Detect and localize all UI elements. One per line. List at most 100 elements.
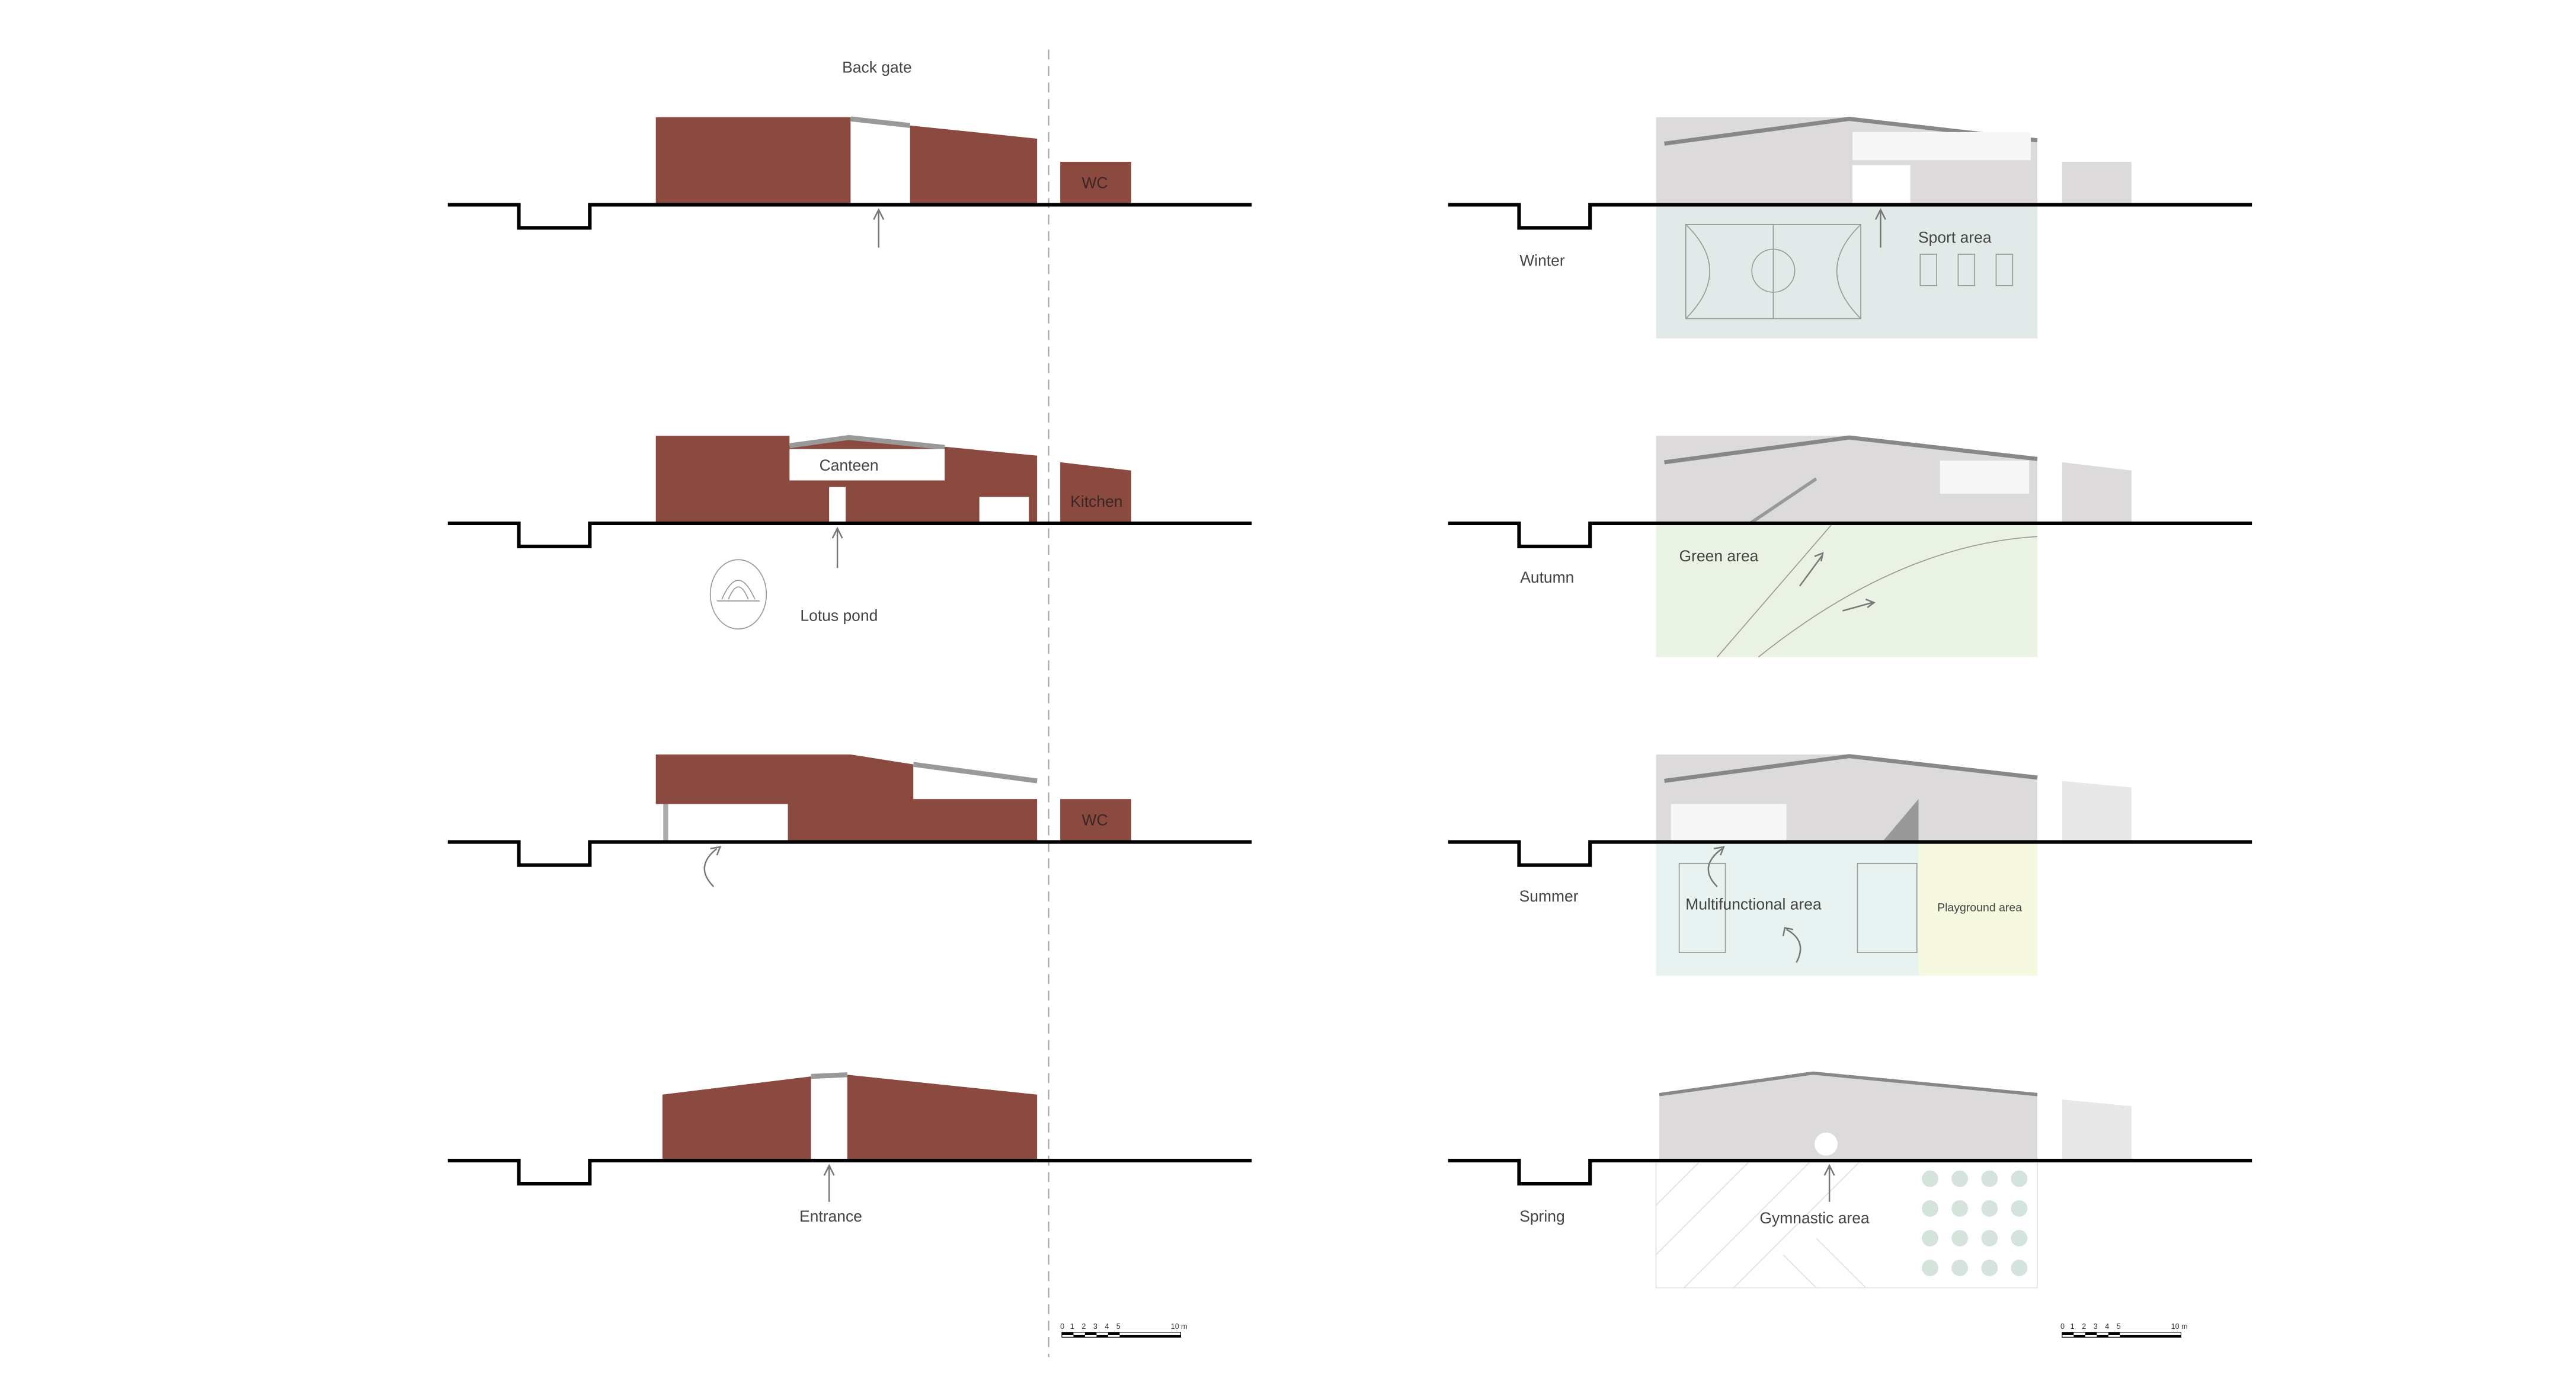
roof-structure [1664,754,2038,783]
arrow-icon [1874,207,1886,248]
annex [2062,462,2132,523]
ground-line [447,521,1252,549]
curved-arrow-icon [1707,846,1801,963]
right-section-summer: Multifunctional area Playground area Sum… [1448,754,2252,976]
ground-line [447,840,1252,867]
wc-block [1060,161,1131,205]
right-section-spring: Gymnastic area Spring [1448,1071,2252,1289]
hatch-pattern [1656,1160,1866,1289]
canteen-label: Canteen [820,456,879,474]
building-block [910,125,1038,205]
right-section-winter: Sport area Winter [1448,117,2252,339]
multifunctional-area-zone [1656,842,1919,976]
opening [1852,132,2031,161]
kitchen-block [1060,462,1131,523]
left-section-4: Entrance [447,1072,1252,1225]
scale-tick-label: 5 [1116,1322,1121,1331]
scale-tick-label: 3 [1093,1322,1097,1331]
building-block [662,1076,811,1161]
kitchen-label: Kitchen [1070,493,1122,510]
annex [2062,781,2132,842]
scale-tick-label: 1 [2071,1322,2075,1331]
scale-tick-label: 1 [1070,1322,1074,1331]
green-area-zone [1656,523,2038,657]
building-block [847,1075,1038,1161]
dot-grid [1922,1170,2028,1277]
scale-bar: 0 1 2 3 4 5 10 m [1060,1322,1188,1338]
scale-tick-label: 4 [2105,1322,2109,1331]
summer-label: Summer [1519,887,1579,905]
roof-structure [1664,435,2038,465]
door [829,487,846,523]
entrance-label: Entrance [799,1207,862,1225]
ground-line [1448,203,2252,230]
path-lines [1717,523,2038,658]
sport-court-icon [1685,223,2014,319]
opening [979,497,1029,523]
building-block [655,754,1038,842]
arrow-icon [1799,552,1876,612]
spring-label: Spring [1519,1207,1564,1225]
scale-tick-label: 10 m [1171,1322,1188,1331]
opening [1852,165,1911,205]
scale-tick-label: 0 [1060,1322,1064,1331]
opening [1671,804,1787,842]
gymnastic-area-label: Gymnastic area [1759,1209,1870,1227]
scale-tick-label: 4 [1105,1322,1109,1331]
ground-line [1448,521,2252,549]
lotus-icon [716,580,760,602]
autumn-label: Autumn [1520,568,1574,586]
stair [1749,477,1817,525]
playground-area-label: Playground area [1937,902,2022,915]
scale-tick-label: 2 [2082,1322,2086,1331]
arrow-icon [1823,1164,1835,1202]
roof-structure [789,434,945,450]
left-section-3: WC [447,754,1252,887]
building-elevation [1656,117,2038,205]
roof-structure [1659,1071,2038,1097]
right-section-autumn: Green area Autumn [1448,435,2252,658]
arrow-icon [823,1164,835,1202]
arrow-icon [831,526,843,568]
ground-line [1448,1159,2252,1186]
building-elevation [1659,1073,2038,1161]
green-area-label: Green area [1679,547,1759,565]
scale-tick-label: 2 [1081,1322,1086,1331]
wc-label: WC [1082,174,1108,192]
canteen-opening [789,449,945,481]
left-section-1: Back gate WC [447,59,1252,248]
building-elevation [1656,436,2038,523]
roof-structure [811,1072,847,1079]
ground-line [1448,840,2252,867]
playground-equipment [1857,862,1918,953]
wc-block [1060,799,1131,842]
annex [2062,1099,2132,1161]
scale-tick-label: 10 m [2171,1322,2188,1331]
sport-area-label: Sport area [1918,228,1992,246]
winter-label: Winter [1519,251,1565,269]
lotus-pond-label: Lotus pond [800,606,878,624]
curved-arrow-icon [703,846,722,887]
back-gate-label: Back gate [842,59,912,76]
stair [1882,799,1919,842]
wc-label: WC [1082,811,1108,829]
roof-structure [850,116,911,128]
multifunctional-area-label: Multifunctional area [1685,896,1822,913]
scale-tick-label: 0 [2060,1322,2065,1331]
opening [1940,461,2030,494]
scale-tick-label: 5 [2117,1322,2121,1331]
playground-area-zone [1918,842,2038,976]
scale-bar: 0 1 2 3 4 5 10 m [2060,1322,2188,1338]
sport-area-zone [1656,204,2038,339]
opening [1815,1132,1838,1156]
lotus-pond-outline [709,559,767,630]
building-block [655,117,851,205]
arrow-icon [873,207,885,248]
scale-tick-label: 3 [2094,1322,2098,1331]
court-outline [1678,862,1726,953]
roof-structure [913,762,1038,784]
left-section-2: Canteen Kitchen Lotus pond [447,434,1252,630]
ground-line [447,1159,1252,1186]
annex [2062,161,2132,205]
